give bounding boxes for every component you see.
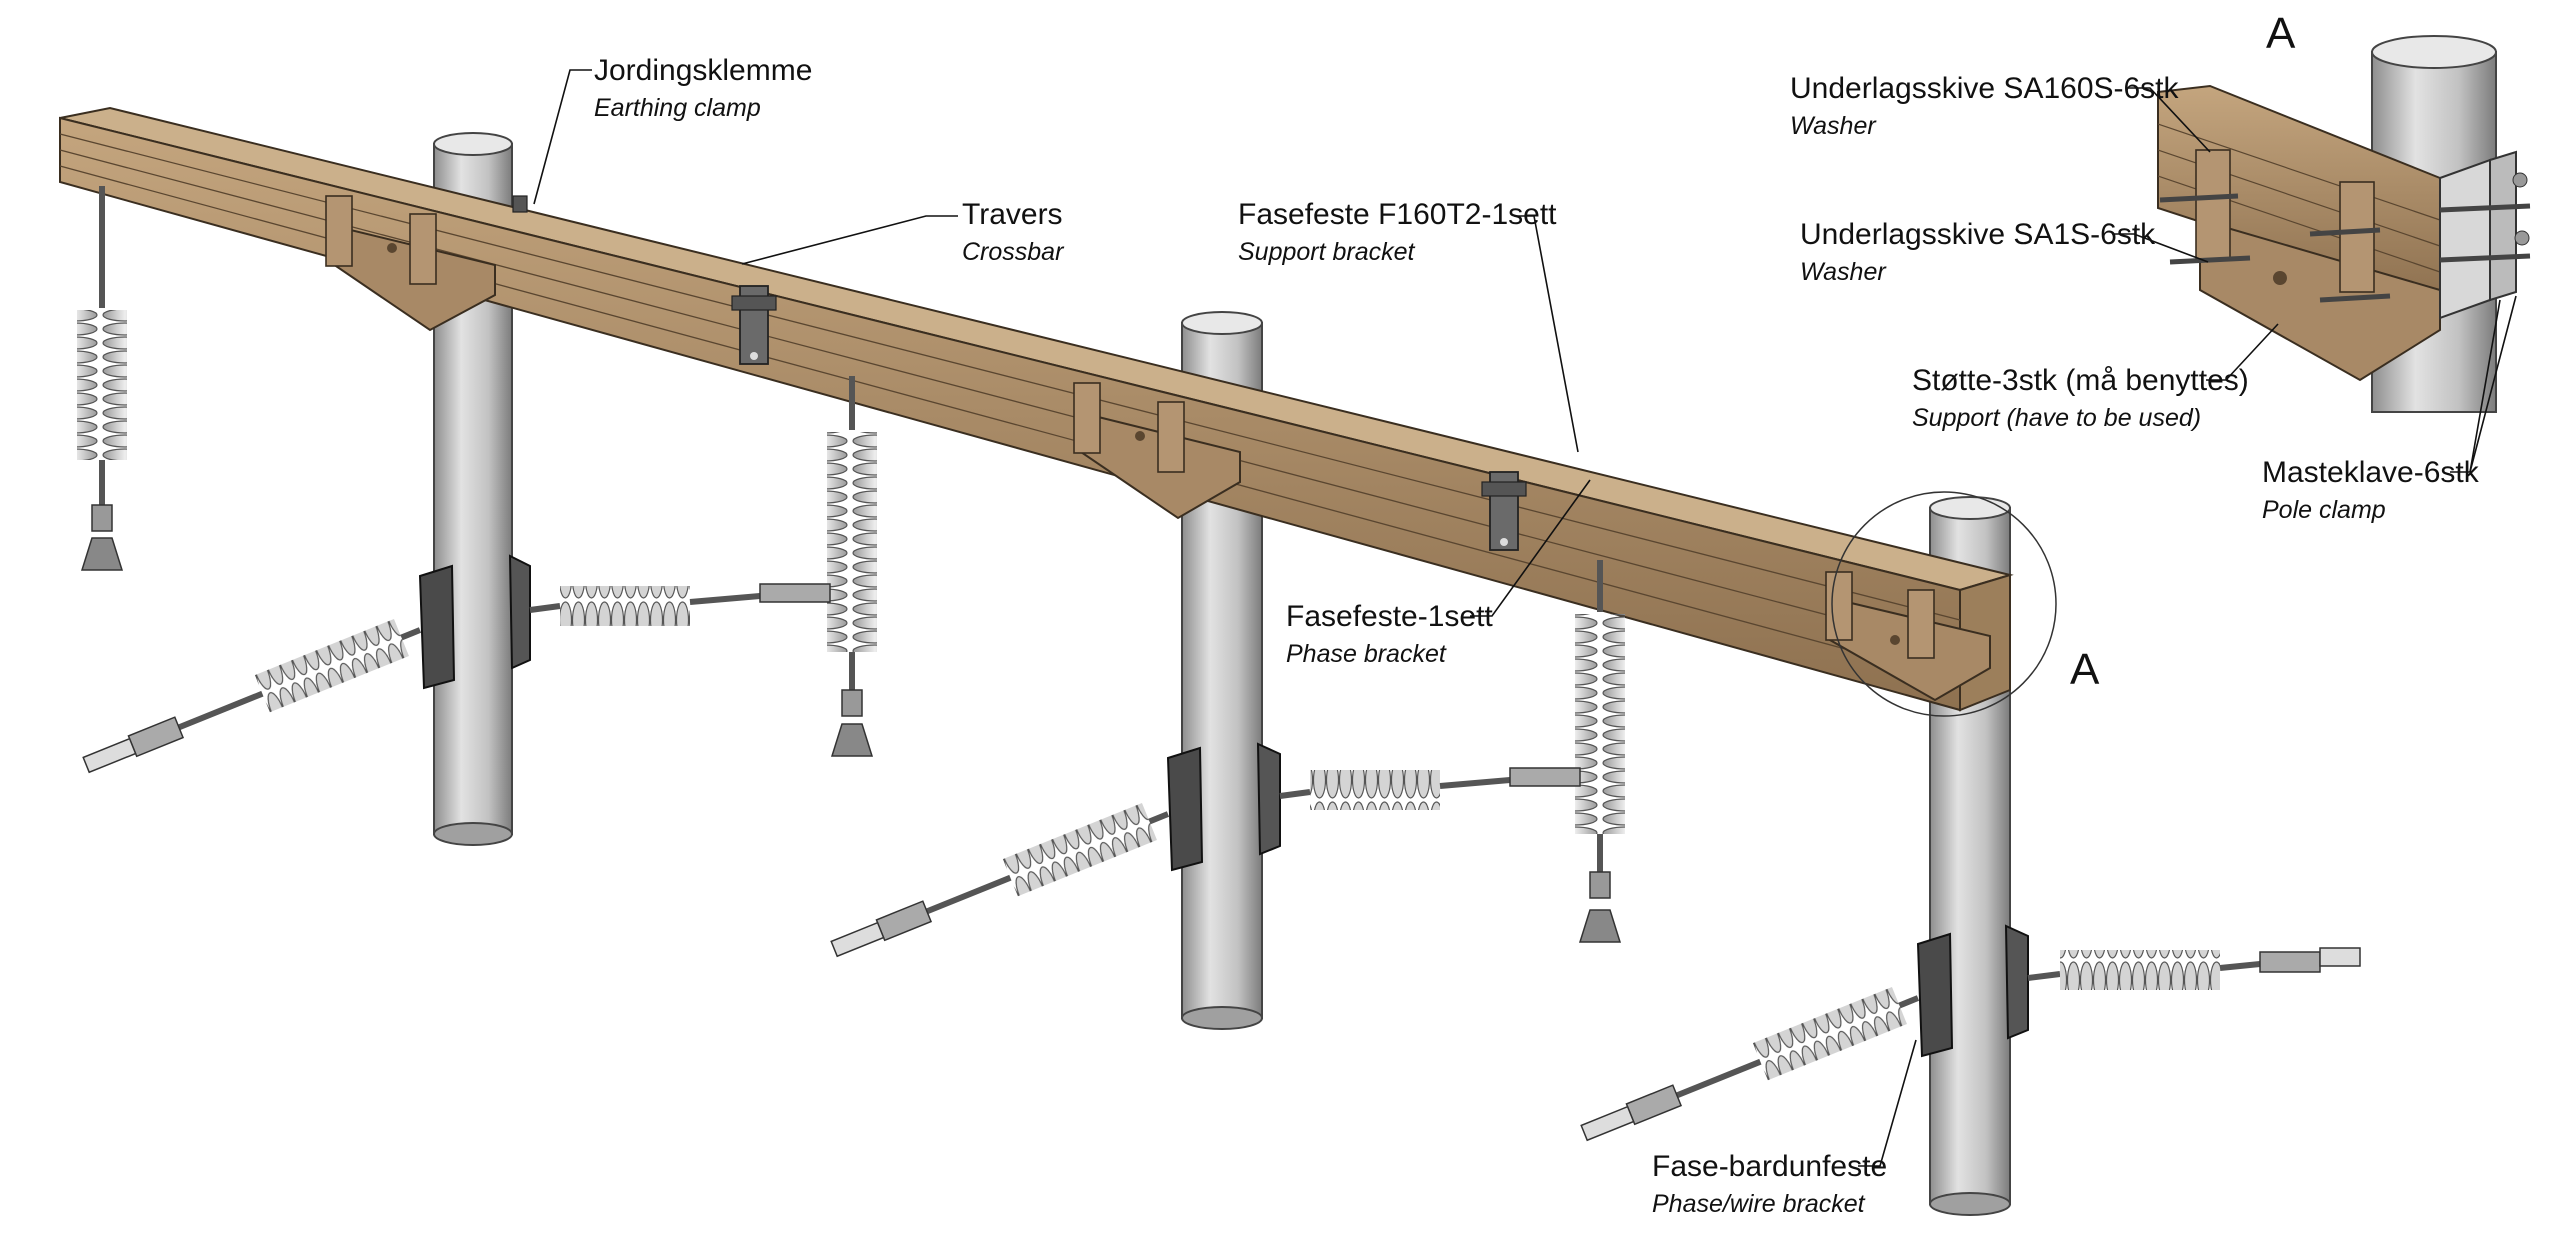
pole-clamp-left-1 — [418, 564, 456, 690]
label-support-no: Støtte-3stk (må benyttes) — [1912, 364, 2249, 397]
pole-clamp-mid-2 — [1256, 742, 1281, 856]
label-washer-sa160s: Underlagsskive SA160S-6stk Washer — [1790, 72, 2211, 153]
detail-a-inset — [2157, 35, 2531, 413]
wire-insulator-right-horizontal — [2027, 947, 2361, 990]
wire-insulator-right-diagonal — [1580, 986, 1920, 1142]
label-support-bracket-en: Support bracket — [1238, 238, 1416, 266]
crossbar-support-left — [325, 195, 496, 332]
label-washer-sa1s: Underlagsskive SA1S-6stk Washer — [1800, 218, 2209, 286]
label-washer-sa160s-en: Washer — [1790, 112, 1877, 140]
pole-clamp-left-2 — [508, 554, 531, 670]
detail-a-callout-letter: A — [2070, 645, 2100, 694]
wire-insulator-mid-horizontal — [1279, 767, 1581, 810]
label-support: Støtte-3stk (må benyttes) Support (have … — [1912, 323, 2279, 432]
wire-insulator-left-horizontal — [529, 583, 831, 626]
label-washer-sa160s-no: Underlagsskive SA160S-6stk — [1790, 72, 2180, 105]
label-phase-bracket-no: Fasefeste-1sett — [1286, 600, 1493, 633]
phase-bracket-1 — [731, 285, 777, 365]
label-crossbar: Travers Crossbar — [741, 198, 1065, 266]
label-washer-sa1s-no: Underlagsskive SA1S-6stk — [1800, 218, 2156, 251]
label-earthing-clamp: Jordingsklemme Earthing clamp — [533, 54, 812, 205]
detail-a-callout-circle — [1831, 491, 2057, 717]
phase-bracket-2 — [1481, 471, 1527, 551]
wire-insulator-mid-diagonal — [830, 802, 1170, 958]
label-crossbar-en: Crossbar — [962, 238, 1065, 266]
label-phase-bracket: Fasefeste-1sett Phase bracket — [1286, 479, 1591, 668]
label-crossbar-no: Travers — [962, 198, 1063, 231]
label-phase-wire-bracket-no: Fase-bardunfeste — [1652, 1150, 1887, 1183]
label-phase-wire-bracket-en: Phase/wire bracket — [1652, 1190, 1866, 1218]
crossbar-support-middle — [1073, 382, 1241, 520]
wire-insulator-left-diagonal — [82, 618, 422, 774]
post-insulator-2 — [827, 376, 877, 757]
label-pole-clamp-en: Pole clamp — [2262, 496, 2386, 524]
label-phase-wire-bracket: Fase-bardunfeste Phase/wire bracket — [1652, 1039, 1917, 1218]
label-earthing-clamp-no: Jordingsklemme — [594, 54, 812, 87]
crossbar-support-right — [1825, 571, 1991, 702]
label-pole-clamp-no: Masteklave-6stk — [2262, 456, 2480, 489]
detail-a-letter: A — [2266, 9, 2296, 58]
label-support-bracket: Fasefeste F160T2-1sett Support bracket — [1238, 198, 1579, 453]
earthing-clamp-part — [512, 195, 528, 213]
label-phase-bracket-en: Phase bracket — [1286, 640, 1447, 668]
crossbar-beam — [59, 106, 2014, 712]
label-washer-sa1s-en: Washer — [1800, 258, 1887, 286]
label-earthing-clamp-en: Earthing clamp — [594, 94, 761, 122]
post-insulator-1 — [77, 186, 127, 571]
label-pole-clamp: Masteklave-6stk Pole clamp — [2262, 295, 2517, 524]
pole-clamp-mid-1 — [1166, 746, 1204, 872]
pole-clamp-right-2 — [2004, 924, 2029, 1040]
post-insulator-3 — [1575, 560, 1625, 943]
pole-clamp-right-1 — [1916, 932, 1954, 1058]
label-support-en: Support (have to be used) — [1912, 404, 2201, 432]
label-support-bracket-no: Fasefeste F160T2-1sett — [1238, 198, 1557, 231]
